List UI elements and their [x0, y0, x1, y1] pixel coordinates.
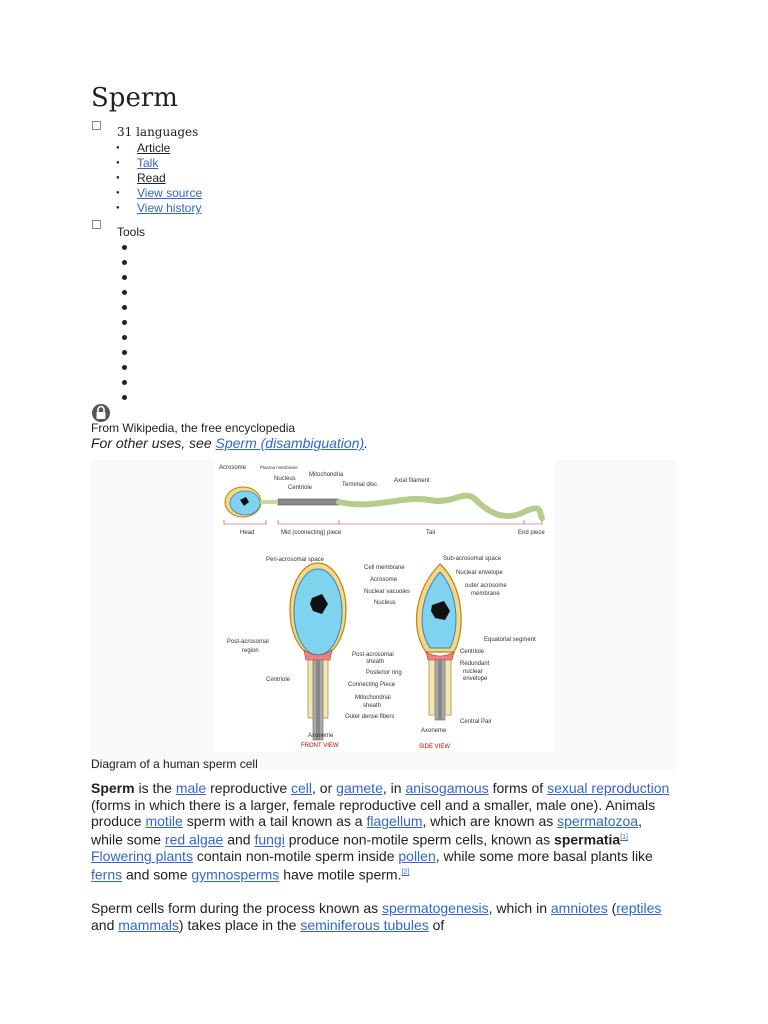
link-gymnosperms[interactable]: gymnosperms: [191, 866, 280, 883]
tools-menu-item[interactable]: [122, 335, 127, 340]
tab-view-source[interactable]: View source: [116, 186, 202, 201]
link-red-algae[interactable]: red algae: [164, 831, 224, 848]
tools-menu-item[interactable]: [122, 365, 127, 370]
tools-menu-item[interactable]: [122, 305, 127, 310]
link-cell[interactable]: cell: [291, 780, 313, 796]
link-seminiferous-tubules[interactable]: seminiferous tubules: [300, 916, 429, 933]
svg-text:Post-acrosomal: Post-acrosomal: [227, 639, 269, 645]
hatnote: For other uses, see Sperm (disambiguatio…: [91, 435, 369, 451]
figure-box: Acrosome Plasma membrane Mitochondria Nu…: [91, 460, 676, 770]
link-ferns[interactable]: ferns: [91, 866, 123, 883]
top-label-group: Acrosome Plasma membrane Mitochondria Nu…: [219, 465, 545, 536]
link-reptiles[interactable]: reptiles: [616, 900, 662, 916]
side-view-illustration: [415, 563, 462, 721]
tools-menu-item[interactable]: [122, 260, 127, 265]
svg-text:Centriole: Centriole: [460, 649, 485, 655]
tools-menu-item[interactable]: [122, 275, 127, 280]
svg-text:Nuclear vacuoles: Nuclear vacuoles: [364, 589, 410, 595]
svg-text:Central Pair: Central Pair: [460, 719, 492, 725]
link-sexual-reproduction[interactable]: sexual reproduction: [547, 780, 670, 796]
citation-2[interactable]: [2]: [401, 869, 410, 877]
svg-text:Connecting Piece: Connecting Piece: [348, 682, 396, 688]
svg-text:region: region: [242, 648, 259, 654]
svg-text:Acrosome: Acrosome: [370, 577, 398, 583]
site-subtitle: From Wikipedia, the free encyclopedia: [91, 421, 296, 435]
link-anisogamous[interactable]: anisogamous: [405, 780, 489, 796]
figure-caption: Diagram of a human sperm cell: [91, 757, 258, 771]
tab-article[interactable]: Article: [116, 141, 202, 156]
views-menu: Article Talk Read View source View histo…: [116, 141, 202, 216]
page-title: Sperm: [91, 83, 178, 113]
tab-view-history[interactable]: View history: [116, 201, 202, 216]
sperm-profile-illustration: [223, 486, 545, 525]
svg-text:Axoneme: Axoneme: [308, 733, 334, 739]
link-gamete[interactable]: gamete: [336, 780, 383, 796]
svg-text:Nucleus: Nucleus: [274, 476, 296, 482]
tools-menu-item[interactable]: [122, 290, 127, 295]
link-flowering-plants[interactable]: Flowering plants: [91, 848, 193, 865]
svg-text:Equatorial segment: Equatorial segment: [484, 637, 536, 643]
languages-toggle-checkbox[interactable]: [92, 121, 101, 130]
tools-menu-item[interactable]: [122, 380, 127, 385]
tools-menu-item[interactable]: [122, 395, 127, 400]
citation-1[interactable]: [1]: [620, 834, 628, 842]
link-flagellum[interactable]: flagellum: [366, 813, 423, 830]
svg-text:envelope: envelope: [463, 676, 488, 682]
svg-text:Plasma membrane: Plasma membrane: [260, 465, 298, 470]
svg-text:End piece: End piece: [518, 530, 545, 536]
svg-text:Head: Head: [240, 530, 254, 536]
link-male[interactable]: male: [175, 780, 207, 796]
svg-text:sheath: sheath: [363, 703, 381, 709]
link-mammals[interactable]: mammals: [118, 916, 179, 933]
front-view-illustration: [289, 562, 347, 741]
link-motile[interactable]: motile: [145, 813, 183, 830]
front-view-labels: Peri-acrosomal space Cell membrane Acros…: [227, 557, 410, 749]
svg-text:Centriole: Centriole: [288, 485, 313, 491]
tools-toggle-checkbox[interactable]: [92, 220, 101, 229]
lock-icon: [92, 404, 110, 422]
svg-text:Redundant: Redundant: [460, 661, 490, 667]
link-pollen[interactable]: pollen: [398, 848, 436, 865]
tools-menu-item[interactable]: [122, 320, 127, 325]
svg-text:Post-acrosomal: Post-acrosomal: [352, 652, 394, 658]
spermatogenesis-paragraph: Sperm cells form during the process know…: [91, 900, 662, 933]
svg-text:SIDE VIEW: SIDE VIEW: [419, 744, 450, 750]
svg-text:Mid (connecting) piece: Mid (connecting) piece: [281, 530, 342, 536]
tools-button[interactable]: Tools: [117, 225, 146, 239]
svg-text:Axoneme: Axoneme: [421, 728, 447, 734]
svg-text:Mitochondria: Mitochondria: [309, 472, 344, 478]
link-spermatogenesis[interactable]: spermatogenesis: [382, 900, 489, 916]
sperm-diagram[interactable]: Acrosome Plasma membrane Mitochondria Nu…: [214, 460, 554, 752]
svg-text:Mitochondrial: Mitochondrial: [355, 695, 391, 701]
svg-text:Posterior ring: Posterior ring: [366, 670, 402, 676]
svg-text:nuclear: nuclear: [463, 669, 483, 675]
tab-read[interactable]: Read: [116, 171, 202, 186]
tools-menu-item[interactable]: [122, 245, 127, 250]
tab-talk[interactable]: Talk: [116, 156, 202, 171]
link-amniotes[interactable]: amniotes: [550, 900, 608, 916]
svg-text:Sub-acrosomal space: Sub-acrosomal space: [443, 556, 502, 562]
tools-menu: [122, 243, 127, 400]
svg-text:Cell membrane: Cell membrane: [364, 565, 405, 571]
svg-text:Acrosome: Acrosome: [219, 465, 247, 471]
svg-text:membrane: membrane: [471, 591, 500, 597]
intro-paragraph: Sperm is the male reproductive cell, or …: [91, 780, 670, 883]
svg-text:Tail: Tail: [426, 530, 435, 536]
tools-menu-item[interactable]: [122, 350, 127, 355]
side-view-labels: Sub-acrosomal space Nuclear envelope out…: [419, 556, 536, 750]
disambiguation-link[interactable]: Sperm (disambiguation): [215, 435, 365, 451]
svg-text:sheath: sheath: [366, 659, 384, 665]
svg-text:Terminal disc: Terminal disc: [342, 482, 377, 488]
link-fungi[interactable]: fungi: [254, 831, 285, 848]
svg-text:Peri-acrosomal space: Peri-acrosomal space: [266, 557, 325, 563]
svg-text:Centriole: Centriole: [266, 677, 291, 683]
svg-text:Nuclear envelope: Nuclear envelope: [456, 570, 503, 576]
svg-text:Outer dense fibers: Outer dense fibers: [345, 714, 394, 720]
link-spermatozoa[interactable]: spermatozoa: [557, 813, 639, 830]
svg-text:outer acrosome: outer acrosome: [465, 583, 507, 589]
svg-text:Nucleus: Nucleus: [374, 600, 396, 606]
languages-button[interactable]: 31 languages: [117, 125, 199, 139]
svg-text:FRONT VIEW: FRONT VIEW: [301, 743, 339, 749]
svg-text:Axial filament: Axial filament: [394, 478, 430, 484]
